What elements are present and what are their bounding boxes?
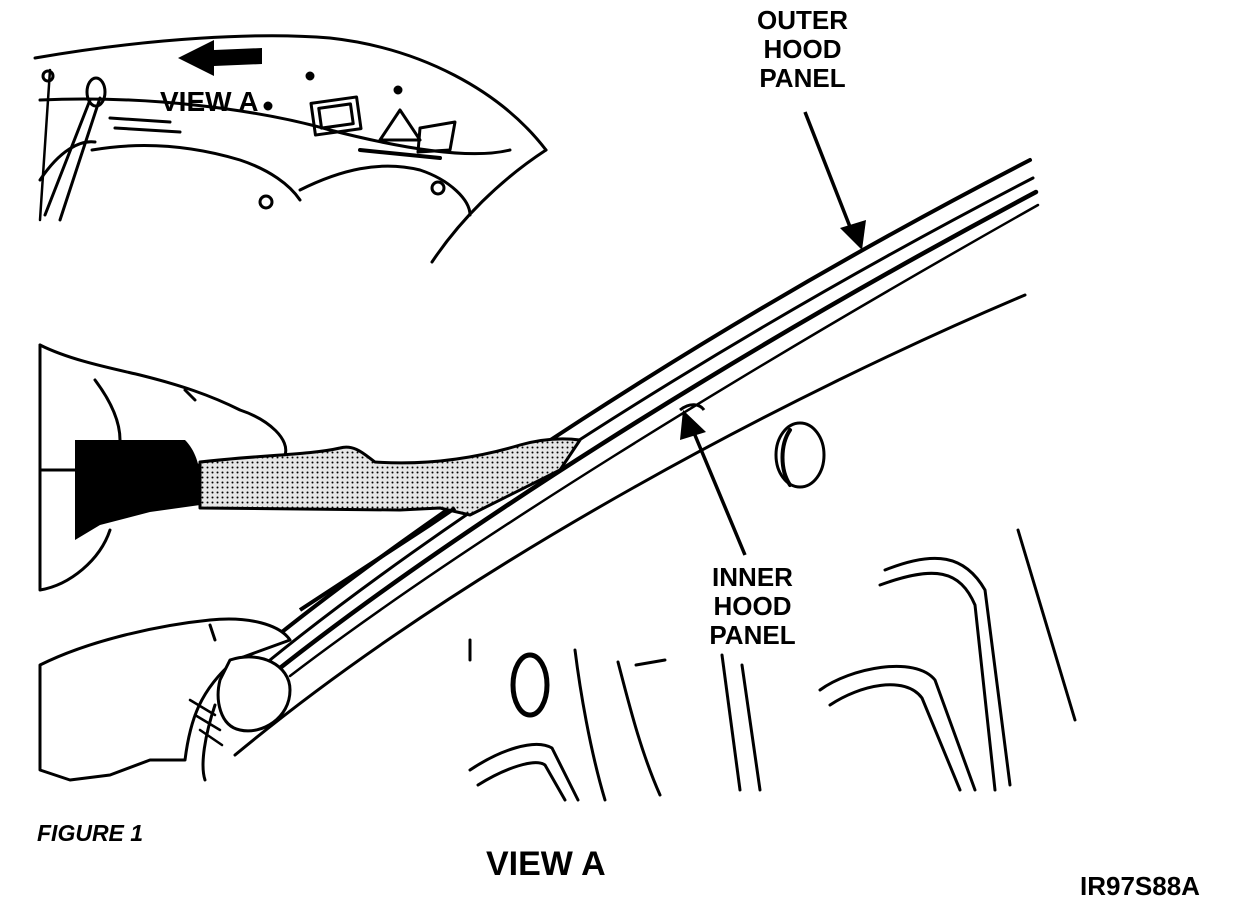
callout-line: INNER [712,562,793,592]
finger-shadow [75,440,200,540]
prop-rod-clip [85,76,107,108]
inset-hatch-panel [309,95,363,137]
callout-line: HOOD [763,34,842,65]
hood-outer-edge [33,34,548,152]
figure-label: FIGURE 1 [37,820,144,846]
tape-edge [298,506,457,612]
callout-line: PANEL [759,63,846,94]
view-title: VIEW A [486,845,606,883]
sealing-tape [198,437,582,517]
inset-view-label: VIEW A [160,86,259,117]
hood-panel-edges [233,158,1040,757]
inner-panel-hole [774,421,826,489]
callout-line: HOOD [713,591,792,622]
inner-panel-edge [233,293,1027,757]
inset-arrow [178,40,262,76]
callout-line: OUTER [757,5,848,35]
inner-hood-panel-callout: INNER HOOD PANEL [685,562,820,651]
outer-panel-arrow [803,111,866,250]
inset-hood-view [33,34,548,264]
figure-id: IR97S88A [1080,871,1200,901]
hood-inner-contour [90,143,302,202]
outer-hood-panel-callout: OUTER HOOD PANEL [735,5,870,94]
hood-side-edge [430,148,548,264]
prop-rod [43,98,92,217]
inner-panel-features [468,421,1077,802]
hood-rear-edge [38,97,512,156]
hand-upper [38,343,288,592]
callout-line: PANEL [709,620,796,651]
hand-lower [38,617,292,782]
inner-panel-hole-2 [510,652,550,718]
inner-panel-arrow [679,403,747,556]
